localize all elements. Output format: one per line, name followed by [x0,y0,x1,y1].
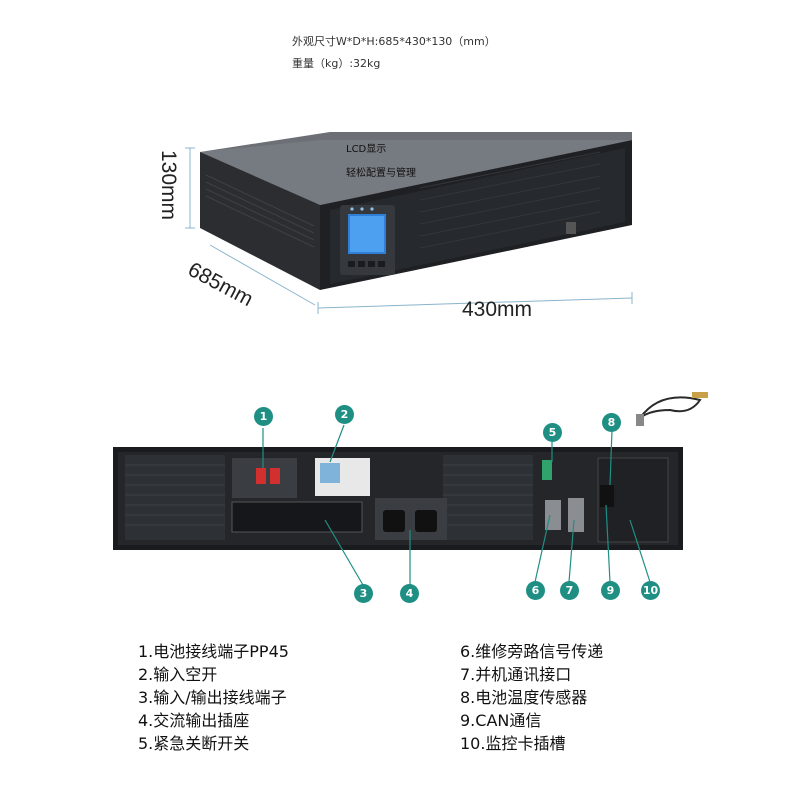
height-dimension-label: 130mm [157,150,180,221]
legend-item: 3.输入/输出接线端子 [138,688,287,707]
dimensions-spec: 外观尺寸W*D*H:685*430*130（mm） [292,35,496,48]
marker-4: 4 [400,584,419,603]
legend-item: 1.电池接线端子PP45 [138,642,289,661]
marker-2: 2 [335,405,354,424]
legend-item: 7.并机通讯接口 [460,665,572,684]
legend-item: 4.交流输出插座 [138,711,250,730]
legend-item: 8.电池温度传感器 [460,688,588,707]
legend-item: 6.维修旁路信号传递 [460,642,604,661]
width-dimension-label: 430mm [462,298,533,321]
marker-6: 6 [526,581,545,600]
marker-7: 7 [560,581,579,600]
marker-1: 1 [254,407,273,426]
marker-10: 10 [641,581,660,600]
legend-item: 9.CAN通信 [460,711,542,730]
legend-item: 10.监控卡插槽 [460,734,566,753]
front-view-illustration [185,132,633,314]
legend-item: 5.紧急关断开关 [138,734,250,753]
legend-left-column: 1.电池接线端子PP45 2.输入空开 3.输入/输出接线端子 4.交流输出插座… [138,638,289,753]
lcd-callout-subtitle: 轻松配置与管理 [346,168,416,179]
legend-item: 2.输入空开 [138,665,218,684]
weight-spec: 重量（kg）:32kg [292,57,381,70]
marker-5: 5 [543,423,562,442]
lcd-callout-title: LCD显示 [346,144,387,155]
legend-right-column: 6.维修旁路信号传递 7.并机通讯接口 8.电池温度传感器 9.CAN通信 10… [460,638,603,753]
marker-9: 9 [601,581,620,600]
rear-view-illustration [113,392,708,586]
marker-8: 8 [602,413,621,432]
marker-3: 3 [354,584,373,603]
